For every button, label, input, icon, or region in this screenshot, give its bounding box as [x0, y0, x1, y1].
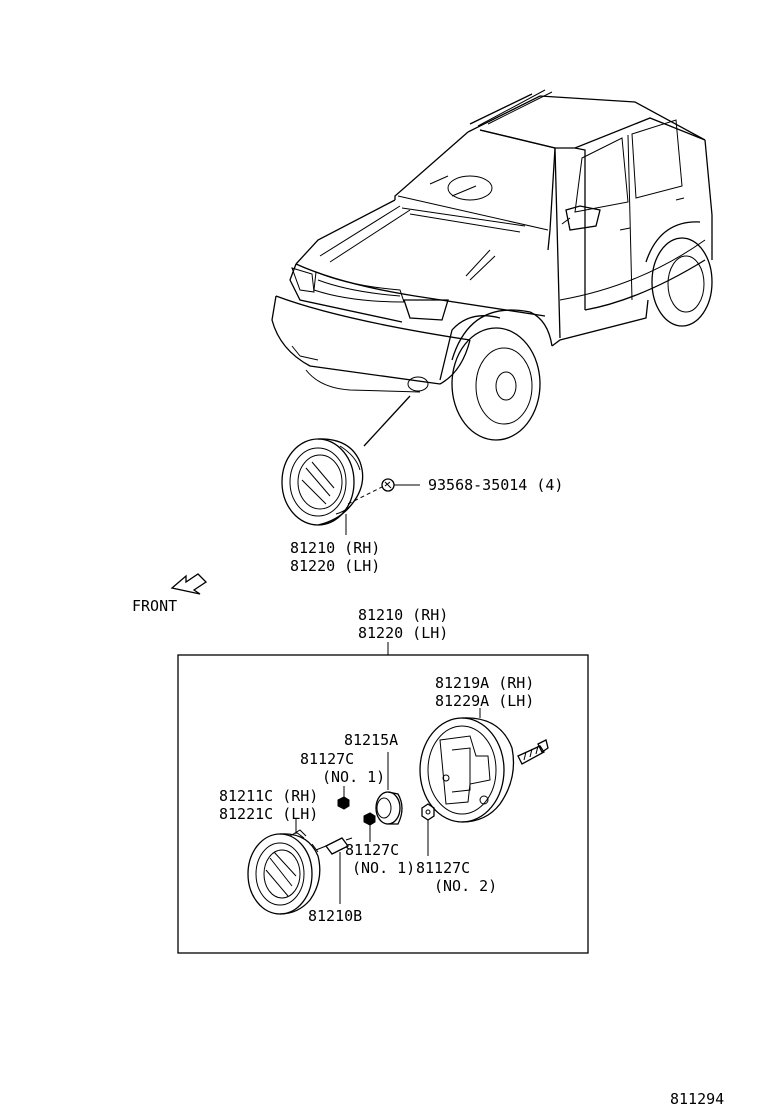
- lens-rh-label: 81211C (RH): [219, 787, 318, 805]
- housing-rh-label: 81219A (RH): [435, 674, 534, 692]
- front-label: FRONT: [132, 597, 177, 615]
- nut1-top-part-label: 81127C: [300, 750, 354, 768]
- bolt-part-label: 93568-35014 (4): [428, 476, 563, 494]
- nut-no2-icon: [421, 803, 435, 821]
- vehicle-illustration: [271, 89, 713, 447]
- fog-lamp-leader-lines: [345, 485, 385, 535]
- nut1-top-note-label: (NO. 1): [322, 768, 385, 786]
- bulb-label: 81210B: [308, 907, 362, 925]
- box-header-lh-label: 81220 (LH): [358, 624, 448, 642]
- nut1-bottom-note-label: (NO. 1): [352, 859, 415, 877]
- lamp-lens-illustration: [247, 829, 321, 915]
- lamp-housing-illustration: [419, 717, 515, 823]
- fog-lamp-assembly-illustration: [281, 438, 364, 526]
- front-arrow-icon: [170, 573, 208, 595]
- nut2-part-label: 81127C: [416, 859, 470, 877]
- nut-no1-upper-icon: [337, 796, 350, 810]
- bolt-93568-icon: [381, 478, 420, 492]
- lens-lh-label: 81221C (LH): [219, 805, 318, 823]
- exploded-view-box: [177, 654, 589, 954]
- housing-screw-icon: [517, 739, 549, 765]
- grommet-label: 81215A: [344, 731, 398, 749]
- bulb-81210b-icon: [311, 837, 353, 855]
- grommet-81215a-icon: [375, 791, 403, 825]
- assembly-rh-label: 81210 (RH): [290, 539, 380, 557]
- assembly-lh-label: 81220 (LH): [290, 557, 380, 575]
- nut1-bottom-part-label: 81127C: [345, 841, 399, 859]
- nut2-note-label: (NO. 2): [434, 877, 497, 895]
- box-header-rh-label: 81210 (RH): [358, 606, 448, 624]
- diagram-id-label: 811294: [670, 1090, 724, 1108]
- housing-lh-label: 81229A (LH): [435, 692, 534, 710]
- nut-no1-lower-icon: [363, 812, 376, 826]
